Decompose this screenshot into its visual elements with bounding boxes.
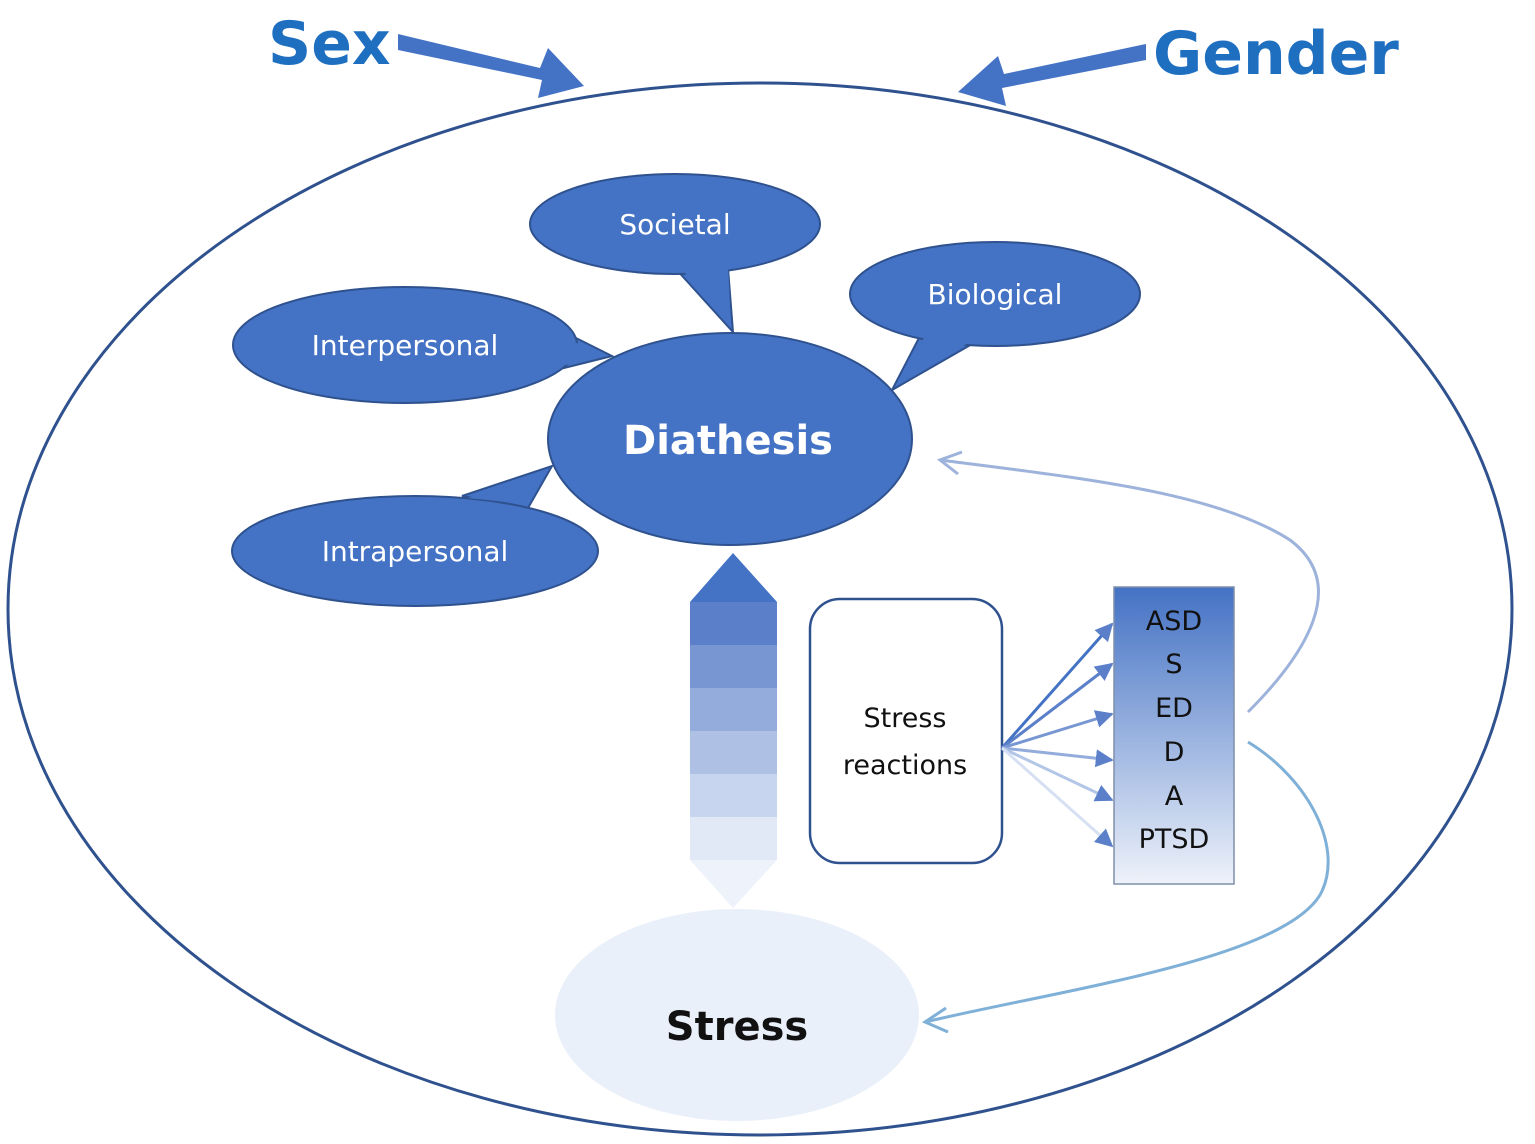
stress-label: Stress	[666, 1004, 808, 1050]
stress-reactions-box: Stress reactions	[808, 597, 1004, 865]
outcome-s: S	[1165, 649, 1182, 680]
outcome-d: D	[1164, 737, 1185, 768]
gender-arrow	[958, 44, 1146, 106]
interpersonal-bubble: Interpersonal	[232, 286, 615, 404]
stress-reactions-line2: reactions	[843, 750, 967, 781]
societal-label: Societal	[619, 208, 730, 241]
context-ellipse	[6, 81, 1514, 1137]
sex-arrow	[398, 34, 584, 98]
gender-title: Gender	[1153, 19, 1399, 89]
outcome-ptsd: PTSD	[1139, 824, 1210, 855]
gradient-double-arrow	[690, 553, 777, 908]
outcomes-box: ASD S ED D A PTSD	[1113, 586, 1235, 885]
intrapersonal-bubble: Intrapersonal	[231, 464, 599, 607]
outcome-asd: ASD	[1146, 606, 1202, 637]
diathesis-label: Diathesis	[623, 418, 833, 464]
reaction-arrows	[1000, 622, 1114, 848]
societal-bubble: Societal	[529, 173, 821, 335]
stress-node: Stress	[555, 909, 919, 1121]
biological-bubble: Biological	[849, 241, 1141, 393]
diathesis-node: Diathesis	[547, 332, 913, 546]
stress-reactions-line1: Stress	[864, 703, 947, 734]
feedback-to-diathesis	[936, 450, 1320, 714]
outcome-ed: ED	[1155, 693, 1193, 724]
interpersonal-label: Interpersonal	[312, 329, 499, 362]
feedback-to-stress	[921, 740, 1330, 1034]
sex-title: Sex	[268, 9, 391, 79]
intrapersonal-label: Intrapersonal	[322, 535, 509, 568]
biological-label: Biological	[928, 278, 1063, 311]
outcome-a: A	[1165, 781, 1184, 812]
